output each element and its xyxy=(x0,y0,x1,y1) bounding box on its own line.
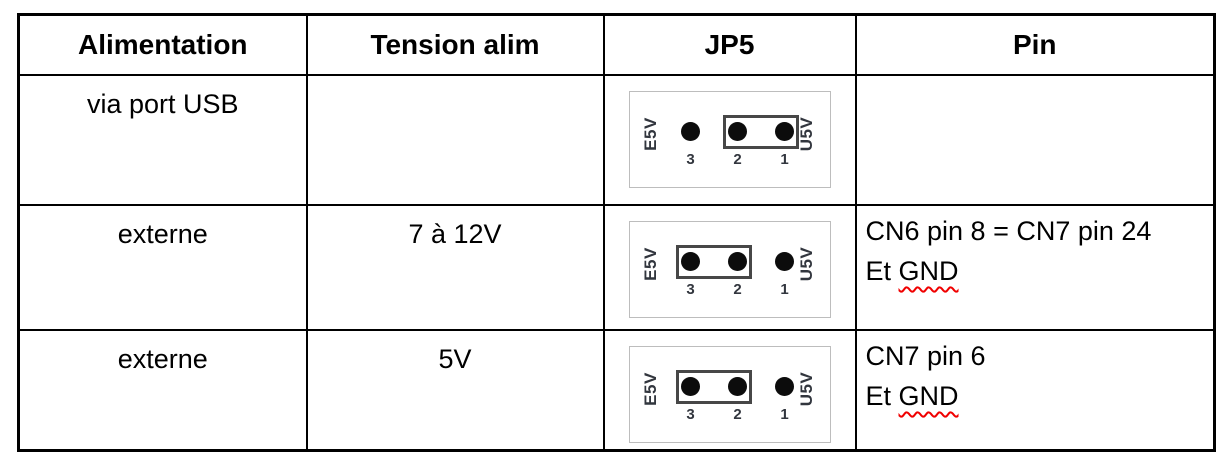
power-supply-table: Alimentation Tension alim JP5 Pin via po… xyxy=(17,13,1216,452)
jumper-pin-dot-3 xyxy=(680,252,700,271)
jumper-right-label: U5V xyxy=(796,246,816,282)
jp5-jumper-diagram: E5V 3 2 1 U5V xyxy=(628,346,831,443)
jumper-pin-dot-2 xyxy=(727,252,747,271)
pin-line-1: CN7 pin 6 xyxy=(865,341,986,371)
pin-line-2: Et GND xyxy=(866,251,1210,291)
jp5-cell: E5V 3 2 1 U5V xyxy=(602,74,857,206)
misspelled-word: GND xyxy=(898,381,959,411)
jumper-pin-number-1: 1 xyxy=(780,151,789,168)
jumper-pin-number-2: 2 xyxy=(733,151,742,168)
header-jp5: JP5 xyxy=(602,13,857,76)
jumper-pin-number-3: 3 xyxy=(686,281,695,298)
pin-line-1: CN6 pin 8 = CN7 pin 24 xyxy=(865,216,1152,246)
table-row: via port USB E5V 3 2 1 U5V xyxy=(17,74,1216,206)
jumper-pin-number-2: 2 xyxy=(733,406,742,423)
pin-line-2: Et GND xyxy=(866,376,1210,416)
jumper-left-label: E5V xyxy=(640,117,660,151)
tension-alim-cell xyxy=(305,74,605,206)
alimentation-cell: externe xyxy=(17,204,308,331)
jumper-pin-dot-1 xyxy=(774,122,794,141)
pin-cell xyxy=(854,74,1216,206)
jp5-jumper-diagram: E5V 3 2 1 U5V xyxy=(628,91,831,188)
alimentation-cell: via port USB xyxy=(17,74,308,206)
document-page: Alimentation Tension alim JP5 Pin via po… xyxy=(17,13,1216,452)
header-tension-alim: Tension alim xyxy=(305,13,605,76)
pin-cell: CN6 pin 8 = CN7 pin 24 Et GND xyxy=(854,204,1216,331)
jumper-pin-number-3: 3 xyxy=(686,406,695,423)
jumper-pin-number-1: 1 xyxy=(780,406,789,423)
alimentation-cell: externe xyxy=(17,329,308,451)
tension-alim-cell: 5V xyxy=(305,329,605,451)
jumper-pin-number-1: 1 xyxy=(780,281,789,298)
jumper-pin-dot-2 xyxy=(727,122,747,141)
header-pin: Pin xyxy=(854,13,1216,76)
table-header-row: Alimentation Tension alim JP5 Pin xyxy=(17,13,1216,76)
tension-alim-cell: 7 à 12V xyxy=(305,204,605,331)
jp5-jumper-diagram: E5V 3 2 1 U5V xyxy=(628,221,831,318)
jp5-cell: E5V 3 2 1 U5V xyxy=(602,329,857,451)
jumper-pin-number-3: 3 xyxy=(686,151,695,168)
jumper-left-label: E5V xyxy=(640,247,660,281)
jp5-cell: E5V 3 2 1 U5V xyxy=(602,204,857,331)
jumper-left-label: E5V xyxy=(640,372,660,406)
jumper-pin-dot-1 xyxy=(774,377,794,396)
misspelled-word: GND xyxy=(898,256,959,286)
header-alimentation: Alimentation xyxy=(17,13,308,76)
jumper-right-label: U5V xyxy=(796,116,816,152)
jumper-pin-dot-2 xyxy=(727,377,747,396)
jumper-right-label: U5V xyxy=(796,371,816,407)
jumper-pin-number-2: 2 xyxy=(733,281,742,298)
pin-line-2-prefix: Et xyxy=(865,256,899,286)
jumper-pin-dot-1 xyxy=(774,252,794,271)
table-row: externe 5V E5V 3 2 1 U5V xyxy=(17,329,1216,451)
pin-cell: CN7 pin 6 Et GND xyxy=(854,329,1216,451)
pin-line-2-prefix: Et xyxy=(865,381,899,411)
jumper-pin-dot-3 xyxy=(680,122,700,141)
jumper-pin-dot-3 xyxy=(680,377,700,396)
table-row: externe 7 à 12V E5V 3 2 1 U5V xyxy=(17,204,1216,331)
